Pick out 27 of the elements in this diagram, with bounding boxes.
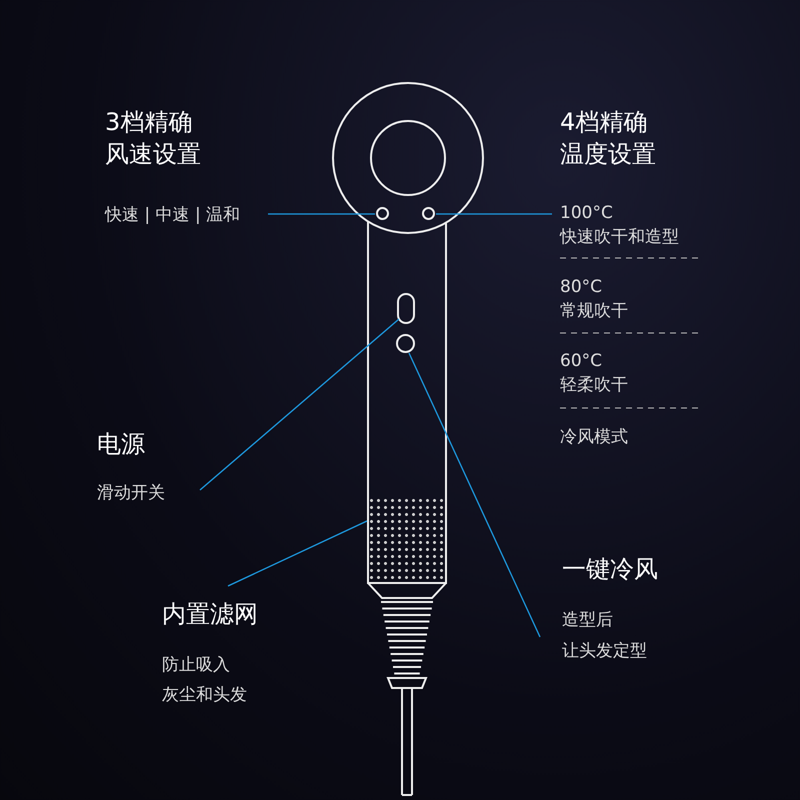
feature-text: 常规吹干 [560, 300, 628, 323]
feature-text: 快速吹干和造型 [560, 226, 679, 249]
feature-text: 轻柔吹干 [560, 374, 628, 397]
feature-heading: 4档精确温度设置 [560, 107, 657, 170]
feature-text: 灰尘和头发 [162, 684, 247, 707]
feature-text: 60°C [560, 350, 602, 373]
feature-text: 让头发定型 [562, 640, 647, 663]
feature-heading: 3档精确风速设置 [105, 107, 202, 170]
feature-text: 冷风模式 [560, 426, 628, 449]
feature-heading: 一键冷风 [562, 554, 658, 585]
cold-shot-button [396, 334, 415, 353]
leader-line [268, 213, 375, 215]
feature-text: 快速 | 中速 | 温和 [105, 204, 240, 227]
leader-line [228, 520, 368, 587]
leader-line [436, 213, 552, 215]
feature-text: 防止吸入 [162, 654, 230, 677]
feature-text: 100°C [560, 202, 613, 225]
feature-heading: 内置滤网 [162, 599, 258, 630]
leader-line [408, 352, 541, 638]
feature-heading: 电源 [97, 429, 145, 460]
feature-text: 造型后 [562, 609, 613, 632]
leader-line [200, 318, 400, 490]
feature-text: 滑动开关 [97, 482, 165, 505]
speed-button [376, 207, 389, 220]
slider-switch [397, 293, 415, 324]
feature-text: 80°C [560, 276, 602, 299]
heat-button [422, 207, 435, 220]
